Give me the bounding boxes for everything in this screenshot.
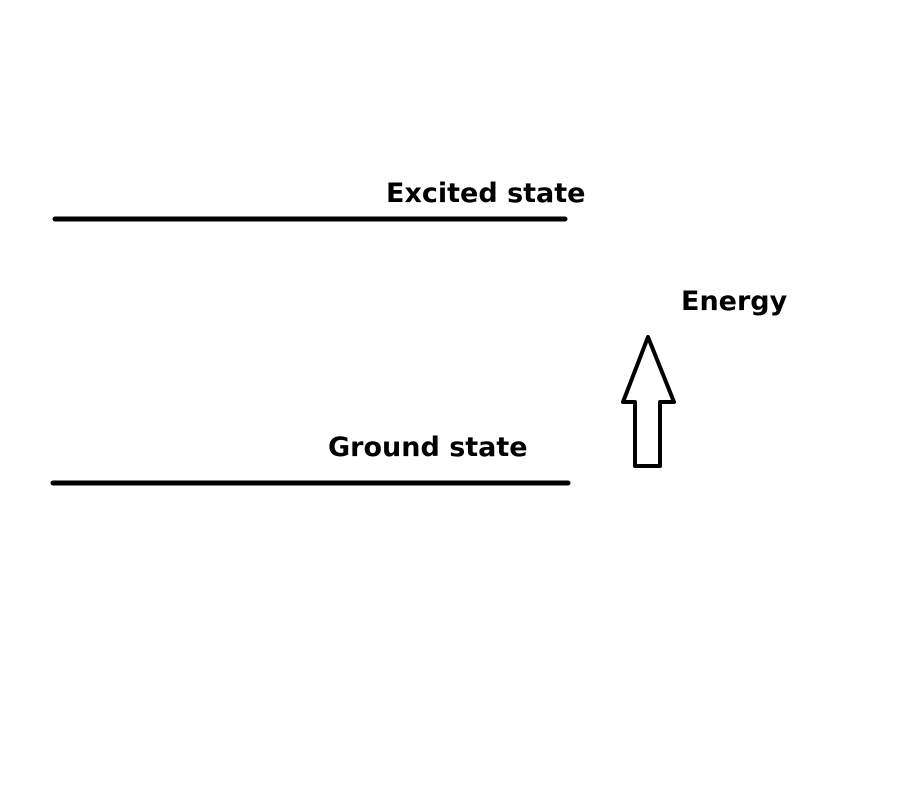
energy-arrow-icon xyxy=(621,335,676,468)
excited-state-label: Excited state xyxy=(386,178,586,209)
energy-axis-label: Energy xyxy=(681,286,788,317)
ground-state-label: Ground state xyxy=(328,432,528,463)
